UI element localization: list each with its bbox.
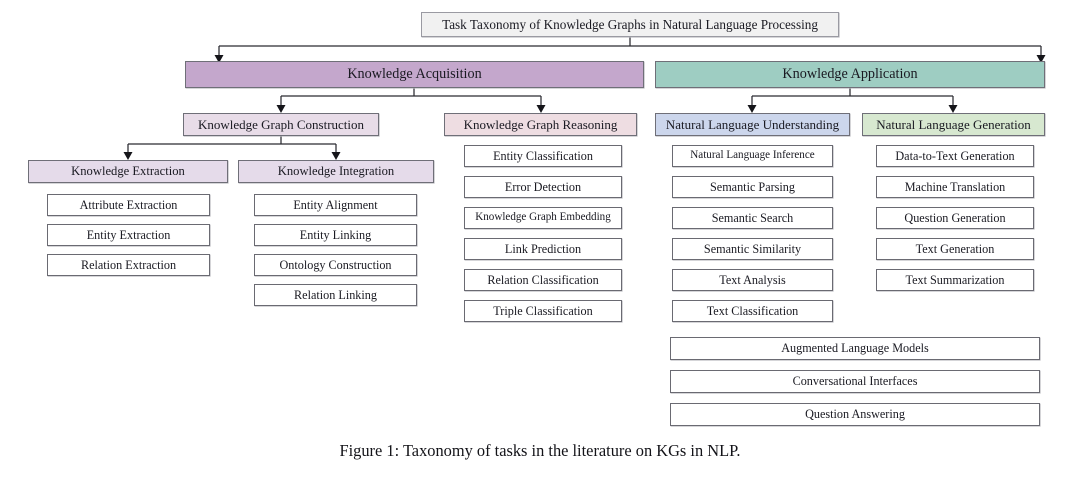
leaf-label: Knowledge Graph Embedding <box>475 211 611 224</box>
leaf-label: Natural Language Inference <box>690 149 815 162</box>
node-knowledge-application-label: Knowledge Application <box>782 66 918 83</box>
node-knowledge-acquisition: Knowledge Acquisition <box>185 61 644 88</box>
leaf-link-prediction: Link Prediction <box>464 238 622 260</box>
leaf-conversational-interfaces: Conversational Interfaces <box>670 370 1040 393</box>
leaf-relation-linking: Relation Linking <box>254 284 417 306</box>
leaf-question-answering: Question Answering <box>670 403 1040 426</box>
leaf-label: Relation Classification <box>487 272 599 287</box>
leaf-relation-extraction: Relation Extraction <box>47 254 210 276</box>
leaf-text-classification: Text Classification <box>672 300 833 322</box>
leaf-semantic-similarity: Semantic Similarity <box>672 238 833 260</box>
leaf-text-analysis: Text Analysis <box>672 269 833 291</box>
leaf-question-generation: Question Generation <box>876 207 1034 229</box>
leaf-text-summarization: Text Summarization <box>876 269 1034 291</box>
leaf-label: Link Prediction <box>504 241 582 256</box>
node-knowledge-extraction-label: Knowledge Extraction <box>71 163 185 178</box>
leaf-semantic-parsing: Semantic Parsing <box>672 176 833 198</box>
leaf-relation-classification: Relation Classification <box>464 269 622 291</box>
leaf-label: Triple Classification <box>493 303 593 318</box>
node-kg-construction: Knowledge Graph Construction <box>183 113 379 136</box>
leaf-attribute-extraction: Attribute Extraction <box>47 194 210 216</box>
leaf-label: Entity Classification <box>493 148 593 163</box>
leaf-label: Text Summarization <box>905 272 1005 287</box>
node-nlu-label: Natural Language Understanding <box>665 116 840 132</box>
leaf-machine-translation: Machine Translation <box>876 176 1034 198</box>
node-root: Task Taxonomy of Knowledge Graphs in Nat… <box>421 12 839 37</box>
node-knowledge-integration: Knowledge Integration <box>238 160 434 183</box>
leaf-label: Entity Alignment <box>293 197 378 212</box>
leaf-label: Semantic Similarity <box>703 241 802 256</box>
node-nlg: Natural Language Generation <box>862 113 1045 136</box>
node-knowledge-application: Knowledge Application <box>655 61 1045 88</box>
leaf-label: Data-to-Text Generation <box>895 148 1015 163</box>
leaf-label: Relation Linking <box>294 287 377 302</box>
leaf-semantic-search: Semantic Search <box>672 207 833 229</box>
leaf-entity-classification: Entity Classification <box>464 145 622 167</box>
leaf-label: Relation Extraction <box>80 257 177 272</box>
leaf-label: Augmented Language Models <box>781 341 929 356</box>
node-kg-reasoning: Knowledge Graph Reasoning <box>444 113 637 136</box>
leaf-augmented-language-models: Augmented Language Models <box>670 337 1040 360</box>
node-kg-construction-label: Knowledge Graph Construction <box>197 116 365 132</box>
leaf-label: Semantic Parsing <box>710 179 795 194</box>
leaf-label: Text Classification <box>706 303 799 318</box>
leaf-entity-extraction: Entity Extraction <box>47 224 210 246</box>
leaf-label: Conversational Interfaces <box>792 374 918 389</box>
leaf-label: Ontology Construction <box>279 257 392 272</box>
leaf-label: Semantic Search <box>711 210 794 225</box>
figure-caption: Figure 1: Taxonomy of tasks in the liter… <box>339 441 741 460</box>
node-root-label: Task Taxonomy of Knowledge Graphs in Nat… <box>442 16 818 32</box>
node-knowledge-extraction: Knowledge Extraction <box>28 160 228 183</box>
leaf-triple-classification: Triple Classification <box>464 300 622 322</box>
leaf-label: Error Detection <box>504 179 582 194</box>
leaf-entity-linking: Entity Linking <box>254 224 417 246</box>
leaf-label: Attribute Extraction <box>79 197 178 212</box>
leaf-label: Question Answering <box>805 407 905 422</box>
leaf-entity-alignment: Entity Alignment <box>254 194 417 216</box>
leaf-label: Text Analysis <box>719 272 786 287</box>
leaf-ontology-construction: Ontology Construction <box>254 254 417 276</box>
node-knowledge-acquisition-label: Knowledge Acquisition <box>347 66 482 83</box>
leaf-label: Question Generation <box>904 210 1006 225</box>
leaf-text-generation: Text Generation <box>876 238 1034 260</box>
leaf-data-to-text-generation: Data-to-Text Generation <box>876 145 1034 167</box>
node-kg-reasoning-label: Knowledge Graph Reasoning <box>463 116 618 132</box>
leaf-knowledge-graph-embedding: Knowledge Graph Embedding <box>464 207 622 229</box>
leaf-error-detection: Error Detection <box>464 176 622 198</box>
node-knowledge-integration-label: Knowledge Integration <box>277 163 395 178</box>
leaf-label: Entity Extraction <box>86 227 171 242</box>
leaf-label: Machine Translation <box>904 179 1006 194</box>
leaf-label: Entity Linking <box>299 227 372 242</box>
node-nlg-label: Natural Language Generation <box>876 116 1031 132</box>
node-nlu: Natural Language Understanding <box>655 113 850 136</box>
leaf-label: Text Generation <box>915 241 995 256</box>
leaf-natural-language-inference: Natural Language Inference <box>672 145 833 167</box>
